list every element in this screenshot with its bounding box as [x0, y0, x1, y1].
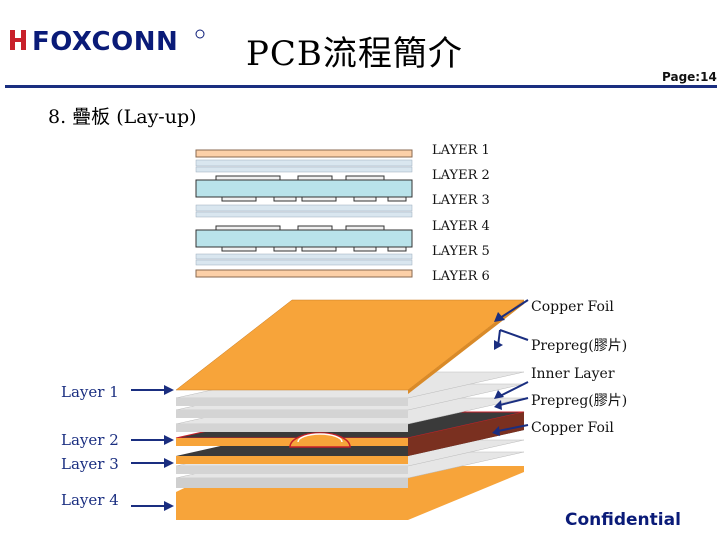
side-label-layer-4: Layer 4	[61, 491, 119, 509]
header-rule	[5, 85, 717, 88]
page-number: Page:14	[662, 70, 717, 84]
cs-trace-bot-1d	[353, 196, 377, 202]
cs-trace-bot-2d	[353, 246, 377, 252]
pointer-copper-foil-top	[494, 299, 529, 322]
arrow-layer-3	[131, 458, 174, 468]
plate-prepreg-upper-1-edge	[176, 410, 408, 418]
pointer-prepreg-upper	[494, 329, 529, 350]
foxconn-logo: FOXCONN	[8, 27, 205, 57]
cs-trace-bot-1c	[301, 196, 337, 202]
cs-trace-bot-2e	[387, 246, 407, 252]
page-title: PCB流程簡介	[246, 34, 463, 74]
cs-prepreg-1	[195, 159, 413, 167]
cs-prepreg-4	[195, 211, 413, 218]
cs-prepreg-6	[195, 259, 413, 266]
cs-trace-bot-1b	[273, 196, 297, 202]
cs-trace-bot-1a	[221, 196, 257, 202]
side-label-layer-1: Layer 1	[61, 383, 119, 401]
pointer-copper-foil-bottom	[492, 424, 529, 436]
material-label-prepreg-lower: Prepreg(膠片)	[531, 393, 628, 409]
cs-trace-bot-2a	[221, 246, 257, 252]
plate-prepreg-upper-2-edge	[176, 424, 408, 432]
section-title: 8. 疊板 (Lay-up)	[48, 106, 197, 128]
logo-wordmark: FOXCONN	[32, 27, 178, 57]
cs-prepreg-5	[195, 253, 413, 260]
layer-label-2: LAYER 2	[432, 168, 490, 183]
cs-trace-bot-2c	[301, 246, 337, 252]
cs-trace-bot-1e	[387, 196, 407, 202]
arrow-layer-4	[131, 501, 174, 511]
plate-bottom-copper-edge	[176, 492, 408, 502]
confidential-label: Confidential	[565, 510, 681, 530]
layer-label-6: LAYER 6	[432, 269, 490, 284]
layer-label-5: LAYER 5	[432, 244, 490, 259]
plate-inner-bottom-copper-edge	[176, 456, 408, 464]
pointer-inner-layer	[494, 381, 529, 399]
cs-trace-bot-2b	[273, 246, 297, 252]
plate-prepreg-upper-0-edge	[176, 398, 408, 406]
material-label-inner-layer: Inner Layer	[531, 366, 615, 382]
arrow-layer-1	[131, 385, 174, 395]
cs-copper-bottom	[195, 269, 413, 278]
layer-label-1: LAYER 1	[432, 143, 490, 158]
layer-label-4: LAYER 4	[432, 219, 490, 234]
via-marker-arc	[297, 433, 343, 443]
material-label-copper-foil-bottom: Copper Foil	[531, 420, 614, 436]
plate-inner-side	[408, 412, 524, 456]
arrow-layer-2	[131, 435, 174, 445]
side-label-layer-3: Layer 3	[61, 455, 119, 473]
cs-copper-top	[195, 149, 413, 158]
cs-prepreg-3	[195, 204, 413, 212]
plate-prepreg-lower-3-edge	[176, 478, 408, 488]
side-label-layer-2: Layer 2	[61, 431, 119, 449]
pointer-prepreg-lower	[494, 397, 529, 410]
material-label-copper-foil-top: Copper Foil	[531, 299, 614, 315]
layer-label-3: LAYER 3	[432, 193, 490, 208]
cs-prepreg-2	[195, 166, 413, 173]
plate-prepreg-lower-2-edge	[176, 466, 408, 474]
plate-top-copper-side	[408, 300, 524, 394]
material-label-prepreg-upper: Prepreg(膠片)	[531, 338, 628, 354]
